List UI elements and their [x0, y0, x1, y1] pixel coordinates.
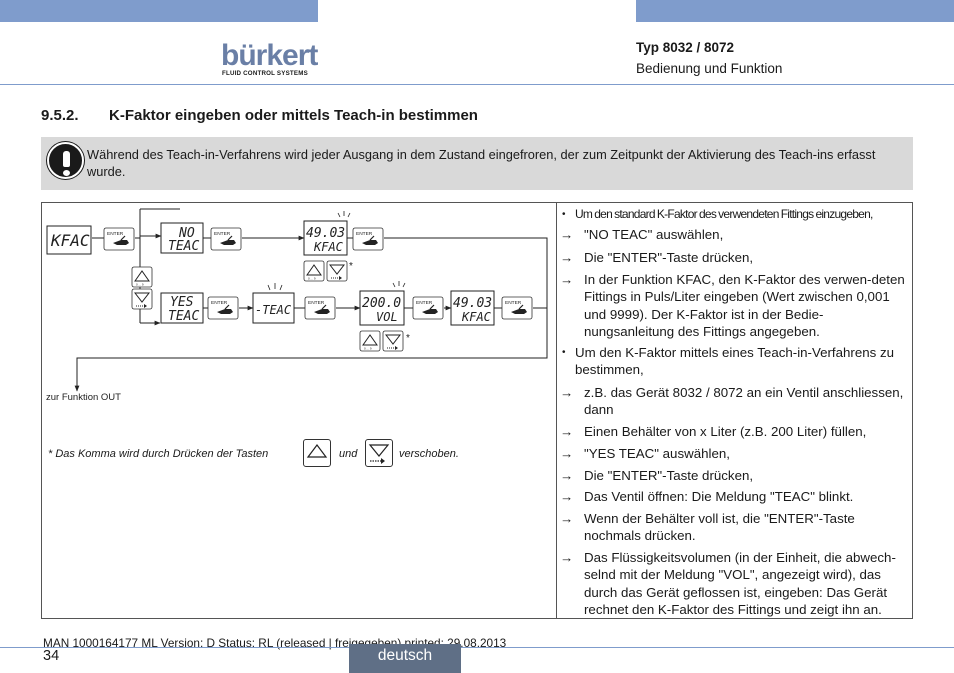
- list-item-text: Um den standard K-Faktor des verwendeten…: [575, 207, 873, 221]
- document-subtitle: Bedienung und Funktion: [636, 61, 783, 76]
- lcd-text-kfac: KFAC: [461, 310, 492, 324]
- warning-box: Während des Teach-in-Verfahrens wird jed…: [41, 137, 913, 190]
- triangle-down-icon: [326, 260, 348, 282]
- enter-key-icon: [103, 227, 135, 251]
- list-item-text: Wenn der Behälter voll ist, die "ENTER"-…: [584, 511, 855, 544]
- footer-rule: [0, 647, 954, 648]
- lcd-text-kfac: KFAC: [50, 231, 90, 250]
- list-item-text: In der Funktion KFAC, den K-Faktor des v…: [584, 272, 905, 339]
- teach-in-flow-diagram: ENTER 0 ... 9: [46, 208, 548, 403]
- arrow-marker: →: [560, 385, 574, 400]
- list-item-text: z.B. das Gerät 8032 / 8072 an ein Ventil…: [584, 385, 904, 418]
- arrow-marker: →: [560, 227, 574, 242]
- list-item-text: Um den K-Faktor mittels eines Teach-in-V…: [575, 345, 895, 378]
- header-rule: [0, 84, 954, 85]
- lcd-volume-entry: 200.0 VOL: [359, 281, 406, 326]
- lcd-text-teac: TEAC: [168, 239, 199, 254]
- enter-key-icon: [412, 296, 444, 320]
- lcd-text-teac-blink: -TEAC: [255, 303, 292, 317]
- list-item: → Wenn der Behälter voll ist, die "ENTER…: [560, 510, 912, 545]
- list-item-text: "NO TEAC" auswählen,: [584, 227, 724, 242]
- bullet-marker: •: [562, 347, 566, 358]
- warning-text: Während des Teach-in-Verfahrens wird jed…: [87, 147, 876, 179]
- list-item-text: Das Ventil öffnen: Die Meldung "TEAC" bl…: [584, 489, 854, 504]
- lcd-text-kfac: KFAC: [313, 240, 344, 254]
- list-item-text: Das Flüssigkeitsvolumen (in der Einheit,…: [584, 550, 896, 617]
- list-item: → z.B. das Gerät 8032 / 8072 an ein Vent…: [560, 384, 912, 419]
- language-tab: deutsch: [349, 644, 461, 673]
- lcd-text-value: 49.03: [453, 296, 492, 311]
- enter-key-icon: [304, 296, 336, 320]
- list-item: → In der Funktion KFAC, den K-Faktor des…: [560, 271, 912, 340]
- section-title: K-Faktor eingeben oder mittels Teach-in …: [109, 107, 478, 124]
- lcd-no-teac: NO TEAC: [160, 222, 204, 254]
- buerkert-logo: bürkert FLUID CONTROL SYSTEMS: [221, 40, 321, 80]
- triangle-up-icon: [303, 439, 331, 467]
- section-number: 9.5.2.: [41, 107, 79, 124]
- arrow-marker: →: [560, 489, 574, 504]
- list-item: → "NO TEAC" auswählen,: [560, 226, 912, 243]
- triangle-up-icon: [131, 266, 153, 288]
- asterisk-mark: *: [349, 261, 353, 272]
- lcd-teac-blinking: -TEAC: [252, 283, 295, 324]
- arrow-marker: →: [560, 468, 574, 483]
- exit-label: zur Funktion OUT: [46, 392, 121, 403]
- bullet-marker: •: [562, 209, 566, 220]
- lcd-text-yes: YES: [170, 295, 194, 310]
- arrow-marker: →: [560, 511, 574, 526]
- list-item: → Die "ENTER"-Taste drücken,: [560, 249, 912, 266]
- list-item-text: Die "ENTER"-Taste drücken,: [584, 250, 754, 265]
- lcd-text-vol: VOL: [376, 310, 398, 324]
- lcd-text-volume: 200.0: [362, 296, 401, 311]
- triangle-up-icon: [303, 260, 325, 282]
- exclamation-icon: [47, 142, 84, 179]
- triangle-up-icon: [359, 330, 381, 352]
- page-number: 34: [43, 648, 60, 664]
- list-item: • Um den K-Faktor mittels eines Teach-in…: [560, 344, 912, 379]
- document-title: Typ 8032 / 8072: [636, 40, 735, 55]
- triangle-down-icon: [131, 288, 153, 310]
- header-bar-left: [0, 0, 318, 22]
- list-item-text: "YES TEAC" auswählen,: [584, 446, 730, 461]
- triangle-down-icon: [382, 330, 404, 352]
- lcd-kfactor-entry: 49.03 KFAC: [303, 211, 351, 256]
- lcd-text-teac: TEAC: [168, 309, 199, 324]
- lcd-text-no: NO: [178, 226, 195, 241]
- logo-wordmark: bürkert: [221, 39, 318, 72]
- section-heading: 9.5.2. K-Faktor eingeben oder mittels Tea…: [41, 107, 478, 124]
- list-item: → "YES TEAC" auswählen,: [560, 445, 912, 462]
- arrow-marker: →: [560, 250, 574, 265]
- arrow-marker: →: [560, 272, 574, 287]
- lcd-text-value: 49.03: [306, 226, 345, 241]
- list-item: → Das Flüssigkeitsvolumen (in der Einhei…: [560, 549, 912, 618]
- enter-key-icon: [207, 296, 239, 320]
- footnote-middle: und: [339, 448, 358, 460]
- list-item-text: Die "ENTER"-Taste drücken,: [584, 468, 754, 483]
- lcd-kfac: KFAC: [46, 225, 92, 255]
- asterisk-mark: *: [406, 333, 410, 344]
- lcd-kfactor-result: 49.03 KFAC: [450, 290, 495, 326]
- logo-tagline: FLUID CONTROL SYSTEMS: [222, 70, 308, 77]
- triangle-down-icon: [365, 439, 393, 467]
- list-item: → Einen Behälter von x Liter (z.B. 200 L…: [560, 423, 912, 440]
- lcd-yes-teac: YES TEAC: [160, 292, 204, 324]
- arrow-marker: →: [560, 446, 574, 461]
- arrow-marker: →: [560, 424, 574, 439]
- list-item: → Das Ventil öffnen: Die Meldung "TEAC" …: [560, 488, 912, 505]
- list-item: → Die "ENTER"-Taste drücken,: [560, 467, 912, 484]
- footnote-suffix: verschoben.: [399, 448, 459, 460]
- footnote-prefix: * Das Komma wird durch Drücken der Taste…: [48, 448, 269, 460]
- procedure-table: ENTER 0 ... 9: [41, 202, 913, 619]
- column-divider: [556, 203, 557, 618]
- enter-key-icon: [352, 227, 384, 251]
- list-item: • Um den standard K-Faktor des verwendet…: [560, 206, 912, 223]
- header-bar-right: [636, 0, 954, 22]
- list-item-text: Einen Behälter von x Liter (z.B. 200 Lit…: [584, 424, 867, 439]
- arrow-marker: →: [560, 550, 574, 565]
- enter-key-icon: [501, 296, 533, 320]
- enter-key-icon: [210, 227, 242, 251]
